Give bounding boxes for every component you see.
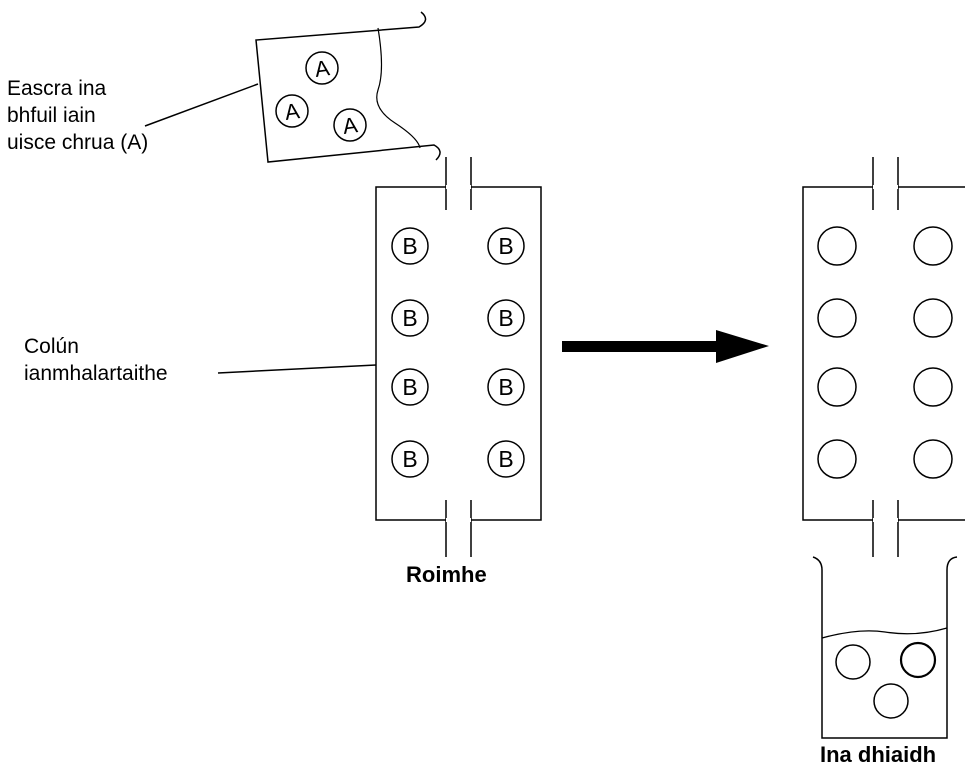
ion-a: A (305, 51, 339, 85)
svg-text:A: A (283, 98, 301, 125)
ion-a: A (333, 108, 367, 142)
ion-b: B (487, 368, 525, 406)
resin-ions: B B B B B B B B (391, 227, 525, 478)
svg-text:A: A (341, 112, 359, 139)
svg-text:B: B (498, 233, 513, 259)
ion-b: B (391, 299, 429, 337)
vessel-label-line: bhfuil iain (7, 104, 96, 127)
svg-text:B: B (402, 374, 417, 400)
svg-text:B: B (402, 233, 417, 259)
ion-b: B (487, 440, 525, 478)
svg-text:A: A (313, 55, 331, 82)
svg-text:B: B (402, 446, 417, 472)
hard-water-vessel: A A A (255, 11, 441, 163)
vessel-label-line: Eascra ina (7, 77, 107, 100)
column-before (375, 157, 542, 557)
column-label-line: Colún (24, 335, 79, 358)
vessel-label-leader (144, 83, 259, 127)
ion-a: A (275, 94, 309, 128)
ion-b: B (487, 227, 525, 265)
vessel-label: Eascra ina bhfuil iain uisce chrua (A) (7, 75, 148, 156)
column-label-line: ianmhalartaithe (24, 362, 168, 385)
column-after (802, 157, 965, 557)
before-caption: Roimhe (406, 562, 487, 587)
ion-b: B (391, 227, 429, 265)
svg-text:B: B (402, 305, 417, 331)
ion-b: B (487, 299, 525, 337)
collection-beaker (812, 556, 958, 739)
empty-resin-sites (817, 226, 953, 479)
released-ion (899, 641, 937, 679)
svg-text:B: B (498, 446, 513, 472)
svg-text:B: B (498, 305, 513, 331)
svg-text:B: B (498, 374, 513, 400)
released-ion (873, 683, 909, 719)
process-arrow (562, 330, 769, 363)
column-label-leader (217, 364, 377, 374)
ion-b: B (391, 368, 429, 406)
vessel-label-line: uisce chrua (A) (7, 131, 149, 154)
after-caption: Ina dhiaidh (820, 742, 937, 767)
column-label: Colún ianmhalartaithe (24, 333, 168, 387)
ion-b: B (391, 440, 429, 478)
released-ion (835, 644, 871, 680)
